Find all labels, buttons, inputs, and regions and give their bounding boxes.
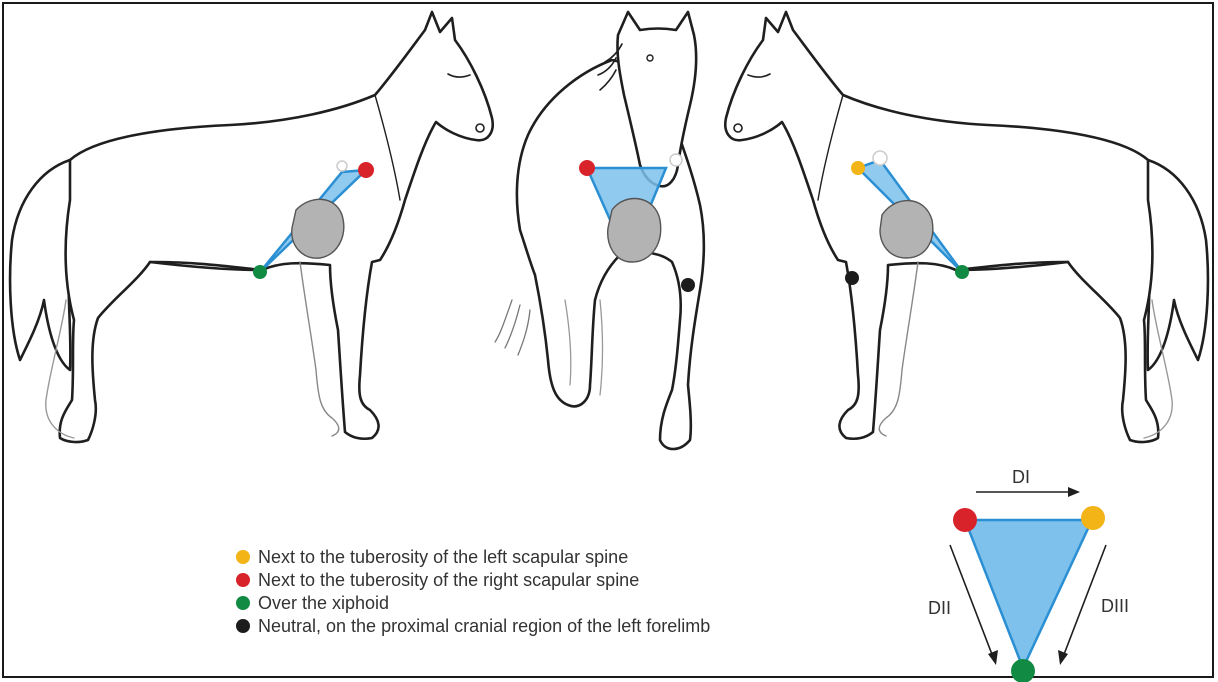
node-xiphoid (1011, 659, 1035, 682)
heart-shape (608, 199, 661, 262)
legend-label: Over the xiphoid (258, 593, 389, 614)
lead-d2-label: DII (928, 598, 951, 619)
electrode-neutral (845, 271, 859, 285)
node-left-scapular (1081, 506, 1105, 530)
heart-shape (292, 199, 344, 258)
horse-right-side-view (10, 12, 493, 442)
legend-dot-red (236, 573, 250, 587)
horse-front-view (495, 12, 704, 449)
electrode-legend: Next to the tuberosity of the left scapu… (236, 546, 710, 638)
electrode-right-scapular (358, 162, 374, 178)
heart-shape (880, 201, 933, 258)
electrode-xiphoid (253, 265, 267, 279)
legend-label: Next to the tuberosity of the left scapu… (258, 547, 628, 568)
electrode-right-scapular (579, 160, 595, 176)
legend-item: Neutral, on the proximal cranial region … (236, 615, 710, 637)
electrode-xiphoid (955, 265, 969, 279)
legend-label: Next to the tuberosity of the right scap… (258, 570, 639, 591)
lead-d1-label: DI (1012, 467, 1030, 488)
lead-triangle-schematic (950, 487, 1106, 682)
legend-dot-yellow (236, 550, 250, 564)
horse-left-side-view (725, 12, 1208, 442)
node-right-scapular (953, 508, 977, 532)
legend-dot-green (236, 596, 250, 610)
legend-dot-black (236, 619, 250, 633)
electrode-neutral (681, 278, 695, 292)
legend-item: Next to the tuberosity of the right scap… (236, 569, 710, 591)
lead-d3-label: DIII (1101, 596, 1129, 617)
legend-item: Next to the tuberosity of the left scapu… (236, 546, 710, 568)
legend-label: Neutral, on the proximal cranial region … (258, 616, 710, 637)
electrode-left-scapular (851, 161, 865, 175)
legend-item: Over the xiphoid (236, 592, 710, 614)
